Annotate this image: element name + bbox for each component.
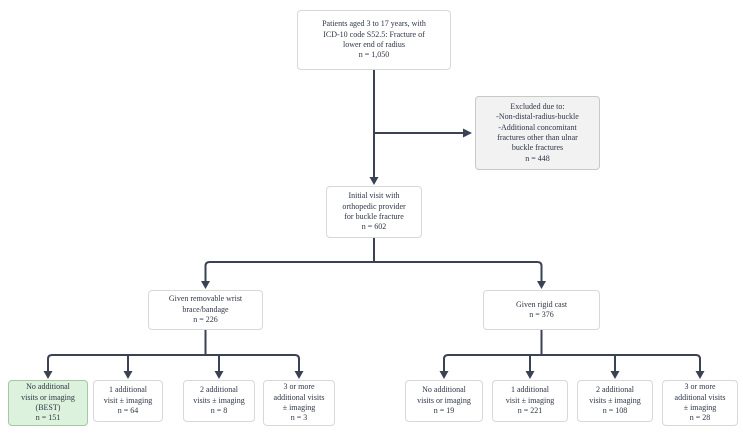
box-text-line: n = 28 bbox=[689, 413, 711, 423]
box-text-line: visits or imaging bbox=[21, 392, 75, 402]
box-text-line: No additional bbox=[26, 382, 70, 392]
box-text-line: n = 64 bbox=[117, 406, 139, 416]
box-text-line: visit ± imaging bbox=[505, 395, 555, 405]
box-text-line: n = 3 bbox=[290, 413, 308, 423]
box-text-line: visits or imaging bbox=[417, 395, 471, 405]
box-text-line: n = 151 bbox=[35, 413, 61, 423]
box-text-line: ± imaging bbox=[282, 403, 316, 412]
box-text-line: additional visits bbox=[674, 392, 726, 402]
box-text-line: lower end of radius bbox=[343, 40, 405, 49]
box-text-line: n = 221 bbox=[517, 406, 543, 416]
box-text-line: -Non-distal-radius-buckle bbox=[496, 112, 579, 122]
box-text-line: visits ± imaging bbox=[589, 395, 641, 405]
box-text-line: 1 additional bbox=[511, 385, 549, 395]
box-text-line: n = 602 bbox=[361, 222, 387, 232]
box-text-line: Excluded due to: bbox=[510, 101, 565, 111]
box-text-line: Patients aged 3 to 17 years, with bbox=[322, 19, 426, 29]
box-text-line: ICD-10 code S52.5: Fracture of bbox=[323, 29, 425, 39]
connector-brace-split bbox=[43, 330, 304, 379]
box-text-line: buckle fractures bbox=[511, 143, 564, 153]
box-text-line: 3 or more bbox=[684, 382, 716, 392]
connector-patients-to-initial bbox=[369, 70, 379, 185]
box-text-line: n = 108 bbox=[602, 406, 628, 416]
box-text-line: additional visits bbox=[273, 392, 325, 402]
box-text-line: Given rigid cast bbox=[515, 299, 568, 309]
box-text-line: for buckle fracture bbox=[344, 212, 404, 221]
box-text-line: -Additional concomitant bbox=[498, 122, 577, 132]
node-excluded: Excluded due to:-Non-distal-radius-buckl… bbox=[475, 96, 600, 170]
box-text-line: visit ± imaging bbox=[103, 395, 153, 405]
box-text-line: 2 additional bbox=[200, 385, 238, 395]
box-text-line: n = 19 bbox=[433, 406, 455, 416]
box-text-line: n = 1,050 bbox=[358, 50, 390, 60]
box-text-line: Given removable wrist bbox=[168, 294, 243, 304]
box-text-line: No additional bbox=[422, 385, 466, 395]
box-text-line: ± imaging bbox=[683, 403, 717, 412]
box-text-line: visits ± imaging bbox=[193, 395, 245, 405]
connector-initial-split bbox=[201, 238, 546, 289]
box-text-line: brace/bandage bbox=[182, 304, 229, 314]
box-text-line: n = 226 bbox=[193, 315, 218, 325]
box-text-line: n = 448 bbox=[525, 153, 550, 163]
box-text-line: Initial visit with bbox=[348, 191, 400, 201]
box-text-line: fractures other than ulnar bbox=[497, 133, 578, 142]
box-text-line: orthopedic provider bbox=[342, 201, 406, 211]
box-text-line: 3 or more bbox=[283, 382, 315, 392]
box-text-line: 1 additional bbox=[109, 385, 147, 395]
box-text-line: (BEST) bbox=[35, 403, 61, 412]
box-text-line: n = 376 bbox=[529, 310, 554, 319]
connector-cast-split bbox=[439, 330, 705, 379]
box-text-line: 2 additional bbox=[596, 385, 634, 395]
box-text-line: n = 8 bbox=[210, 406, 228, 416]
connector-to-excluded bbox=[374, 128, 472, 138]
